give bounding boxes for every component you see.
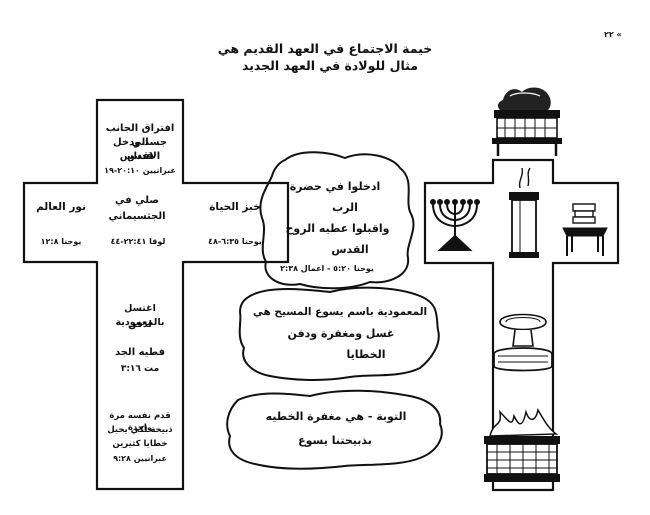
left-cross-sacrifice-text-2: ذبيحة لكي يحيل (107, 425, 173, 435)
left-cross-bread-ref: يوحنا ٦:٣٥-٤٨ (208, 237, 262, 246)
right-cross-outline (423, 158, 620, 492)
cloud-2-line-3: الخطايا (346, 348, 386, 361)
left-cross-light-of-world: نور العالم (36, 201, 86, 213)
left-cross-baptism-text-3: فطيه الجد (114, 347, 166, 358)
left-cross-sacrifice-text-1: قدم نفسه مرة واحدة (109, 411, 171, 433)
cloud-1-line-1: ادخلوا في حضرة (289, 180, 381, 193)
left-cross-top-text-3: الاقداس (119, 151, 161, 162)
cloud-1-outline (259, 151, 415, 290)
bronze-laver-icon (493, 313, 553, 372)
cloud-2-outline (238, 286, 440, 381)
cloud-1-line-3: واقبلوا عطيه الروح (285, 222, 390, 235)
ark-of-covenant-icon (492, 87, 562, 156)
left-cross-bread-of-life: خبز الحياة (209, 201, 261, 213)
altar-of-incense-icon (509, 167, 539, 258)
left-cross-gethsemane-text-1: صلي في (114, 195, 159, 206)
left-cross-baptism-text-1: اغتسل بالمعمودية (115, 303, 165, 328)
heading-line-1: خيمة الاجتماع في العهد القديم هي (217, 41, 433, 56)
cloud-1-line-4: القدس (331, 243, 369, 256)
cloud-1-line-2: الرب (332, 201, 358, 214)
left-cross-gethsemane-ref: لوقا ٢٢:٤١-٤٤ (110, 237, 166, 246)
left-cross-light-ref: يوحنا ١٢:٨ (40, 237, 82, 246)
left-cross-gethsemane-text-2: الجثسيماني (108, 211, 166, 222)
heading-line-2: مثال للولادة في العهد الجديد (242, 58, 418, 73)
cloud-2-line-1: المعمودية باسم يسوع المسيح هي (252, 306, 428, 318)
left-cross-top-ref: عبرانيين ٢٠:١٠-١٩ (104, 166, 176, 175)
cloud-3-line-1: التوبة - هي مغفرة الخطيه (265, 410, 407, 423)
table-of-showbread-icon (562, 203, 608, 256)
brazen-altar-icon (484, 407, 560, 482)
left-cross-baptism-text-2: لدفن (128, 319, 152, 330)
page-number: ٢٢ « (604, 30, 622, 39)
cloud-2-line-2: غسل ومغفرة ودفن (287, 327, 395, 340)
menorah-icon (430, 199, 480, 251)
left-cross-sacrifice-text-3: خطايا كثيرين (112, 439, 168, 449)
cloud-3-outline (226, 389, 443, 470)
left-cross-baptism-ref: مت ٣:١٦ (120, 364, 160, 374)
left-cross-sacrifice-ref: عبرانيين ٩:٢٨ (113, 454, 167, 463)
cloud-3-line-2: بذبيحتنا يسوع (298, 434, 372, 447)
left-cross-top-text-1: افتراق الجانب الي (105, 123, 175, 148)
left-cross-top-text-2: جسد ودخل قدس (112, 137, 168, 162)
left-cross-outline (22, 98, 290, 491)
cloud-1-ref: يوحنا ٥:٢٠ - اعمال ٢:٣٨ (280, 264, 374, 273)
